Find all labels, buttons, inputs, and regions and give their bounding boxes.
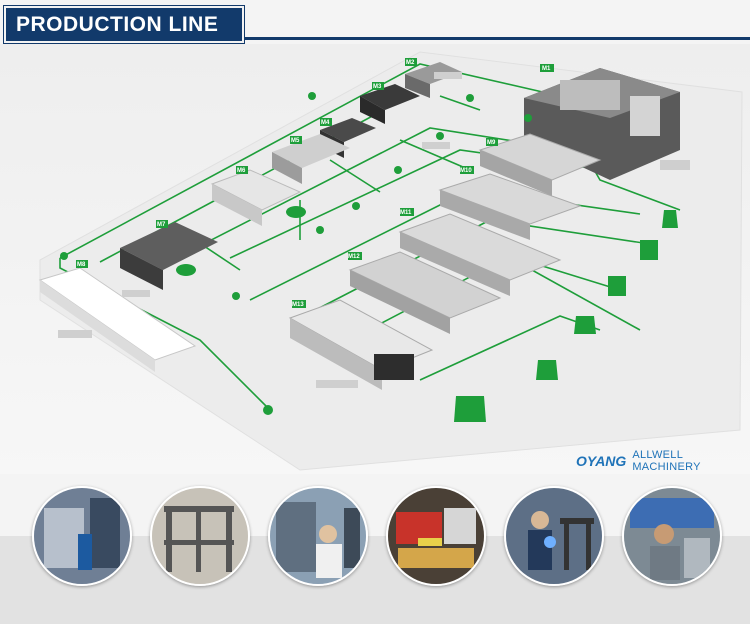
brand-logo: OYANG ALLWELL MACHINERY: [576, 449, 750, 473]
brand-name: ALLWELL MACHINERY: [632, 449, 701, 473]
machine-tag-m7: M7: [157, 222, 166, 228]
header-banner: PRODUCTION LINE: [0, 0, 750, 43]
machine-m8: M8: [38, 260, 197, 372]
machine-m11: M11: [398, 208, 562, 296]
machine-m13: M13: [288, 299, 434, 390]
title-box: PRODUCTION LINE: [4, 6, 244, 43]
pipe-valves: [60, 92, 532, 415]
machine-m2: M2: [405, 58, 462, 98]
machine-tag-m3: M3: [373, 84, 382, 90]
machine-tag-m12: M12: [348, 254, 360, 260]
machine-tag-m11: M11: [400, 210, 412, 216]
machine-m5: M5: [272, 134, 350, 184]
machine-tag-m1: M1: [542, 66, 551, 72]
production-line-diagram: M1 M2 M3 M4 M5 M6 M7: [0, 44, 750, 474]
workshop-photo-5: [504, 486, 604, 586]
machine-tag-m9: M9: [487, 140, 496, 146]
brand-mark: OYANG: [576, 453, 627, 469]
machine-tag-m6: M6: [237, 168, 246, 174]
machine-m9: M9: [478, 133, 602, 196]
workshop-photo-3: [268, 486, 368, 586]
label-plates: [58, 72, 690, 388]
page-title: PRODUCTION LINE: [16, 13, 219, 36]
product-bags: [454, 210, 678, 422]
machine-tag-m2: M2: [406, 60, 415, 66]
machine-m7: M7: [120, 220, 218, 290]
machine-m10: M10: [438, 166, 582, 240]
machine-tag-m8: M8: [77, 262, 86, 268]
title-rule: [244, 37, 750, 40]
machine-tag-m13: M13: [292, 302, 304, 308]
workshop-photo-1: [32, 486, 132, 586]
machine-m12: M12: [348, 251, 502, 334]
machine-m3: M3: [360, 82, 420, 124]
machine-tag-m10: M10: [460, 168, 472, 174]
workshop-photo-2: [150, 486, 250, 586]
workshop-photo-4: [386, 486, 486, 586]
machine-tag-m5: M5: [291, 138, 300, 144]
machine-m6: M6: [210, 166, 306, 226]
machine-tag-m4: M4: [321, 120, 330, 126]
machine-m1: M1: [524, 64, 680, 180]
workshop-photo-6: [622, 486, 722, 586]
